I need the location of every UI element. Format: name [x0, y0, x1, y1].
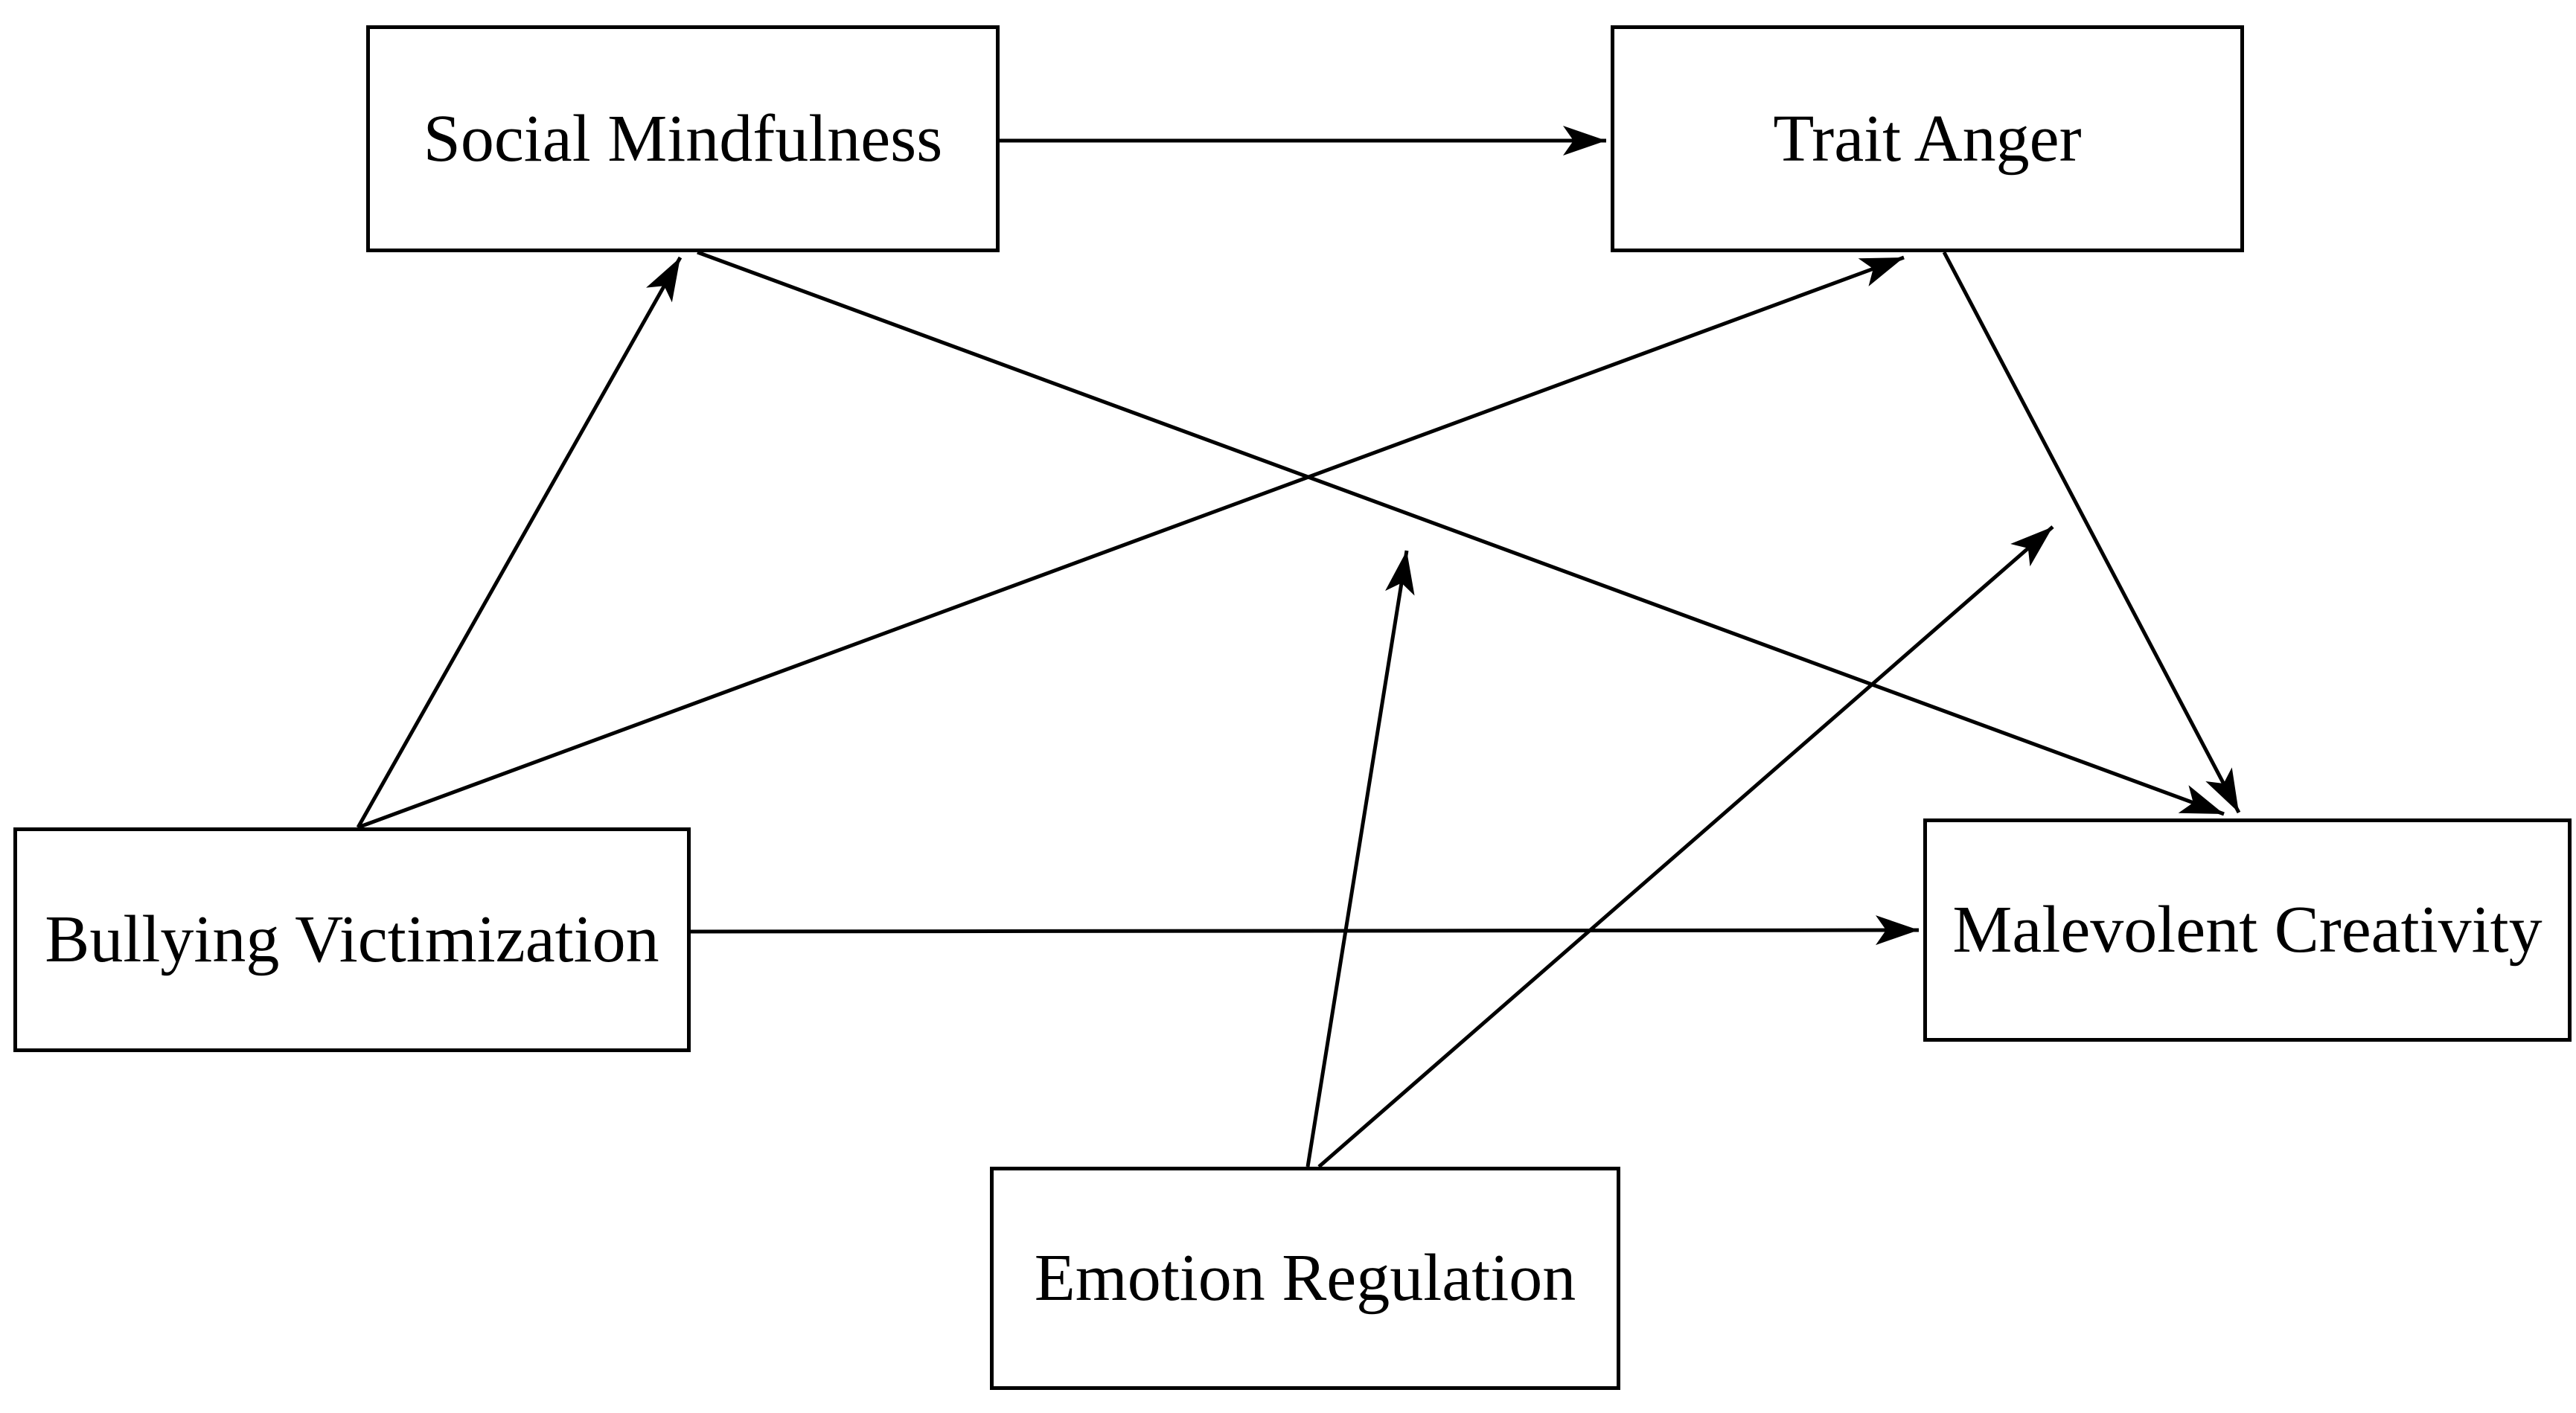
node-bullying-victimization-label: Bullying Victimization: [45, 903, 659, 976]
edge-emotion-regulation-moderates-sm-mc-path-arrow: [1305, 550, 1415, 1167]
node-emotion-regulation-label: Emotion Regulation: [1034, 1241, 1576, 1315]
edge-bullying-victimization-to-trait-anger-arrow: [357, 255, 1905, 830]
edge-bullying-victimization-to-malevolent-creativity-arrow: [690, 915, 1920, 946]
node-social-mindfulness: Social Mindfulness: [366, 25, 1000, 252]
edge-social-mindfulness-to-malevolent-creativity-arrow: [697, 250, 2225, 816]
node-bullying-victimization: Bullying Victimization: [13, 827, 691, 1052]
edge-bullying-victimization-to-social-mindfulness-arrow: [356, 256, 683, 829]
node-emotion-regulation: Emotion Regulation: [990, 1167, 1620, 1390]
node-social-mindfulness-label: Social Mindfulness: [423, 101, 943, 176]
edge-trait-anger-to-malevolent-creativity-arrow: [1942, 251, 2241, 814]
edge-emotion-regulation-moderates-ta-mc-path-arrow: [1317, 525, 2054, 1168]
node-trait-anger: Trait Anger: [1611, 25, 2244, 252]
node-malevolent-creativity: Malevolent Creativity: [1923, 818, 2572, 1042]
node-malevolent-creativity-label: Malevolent Creativity: [1952, 893, 2543, 967]
node-trait-anger-label: Trait Anger: [1773, 101, 2082, 176]
